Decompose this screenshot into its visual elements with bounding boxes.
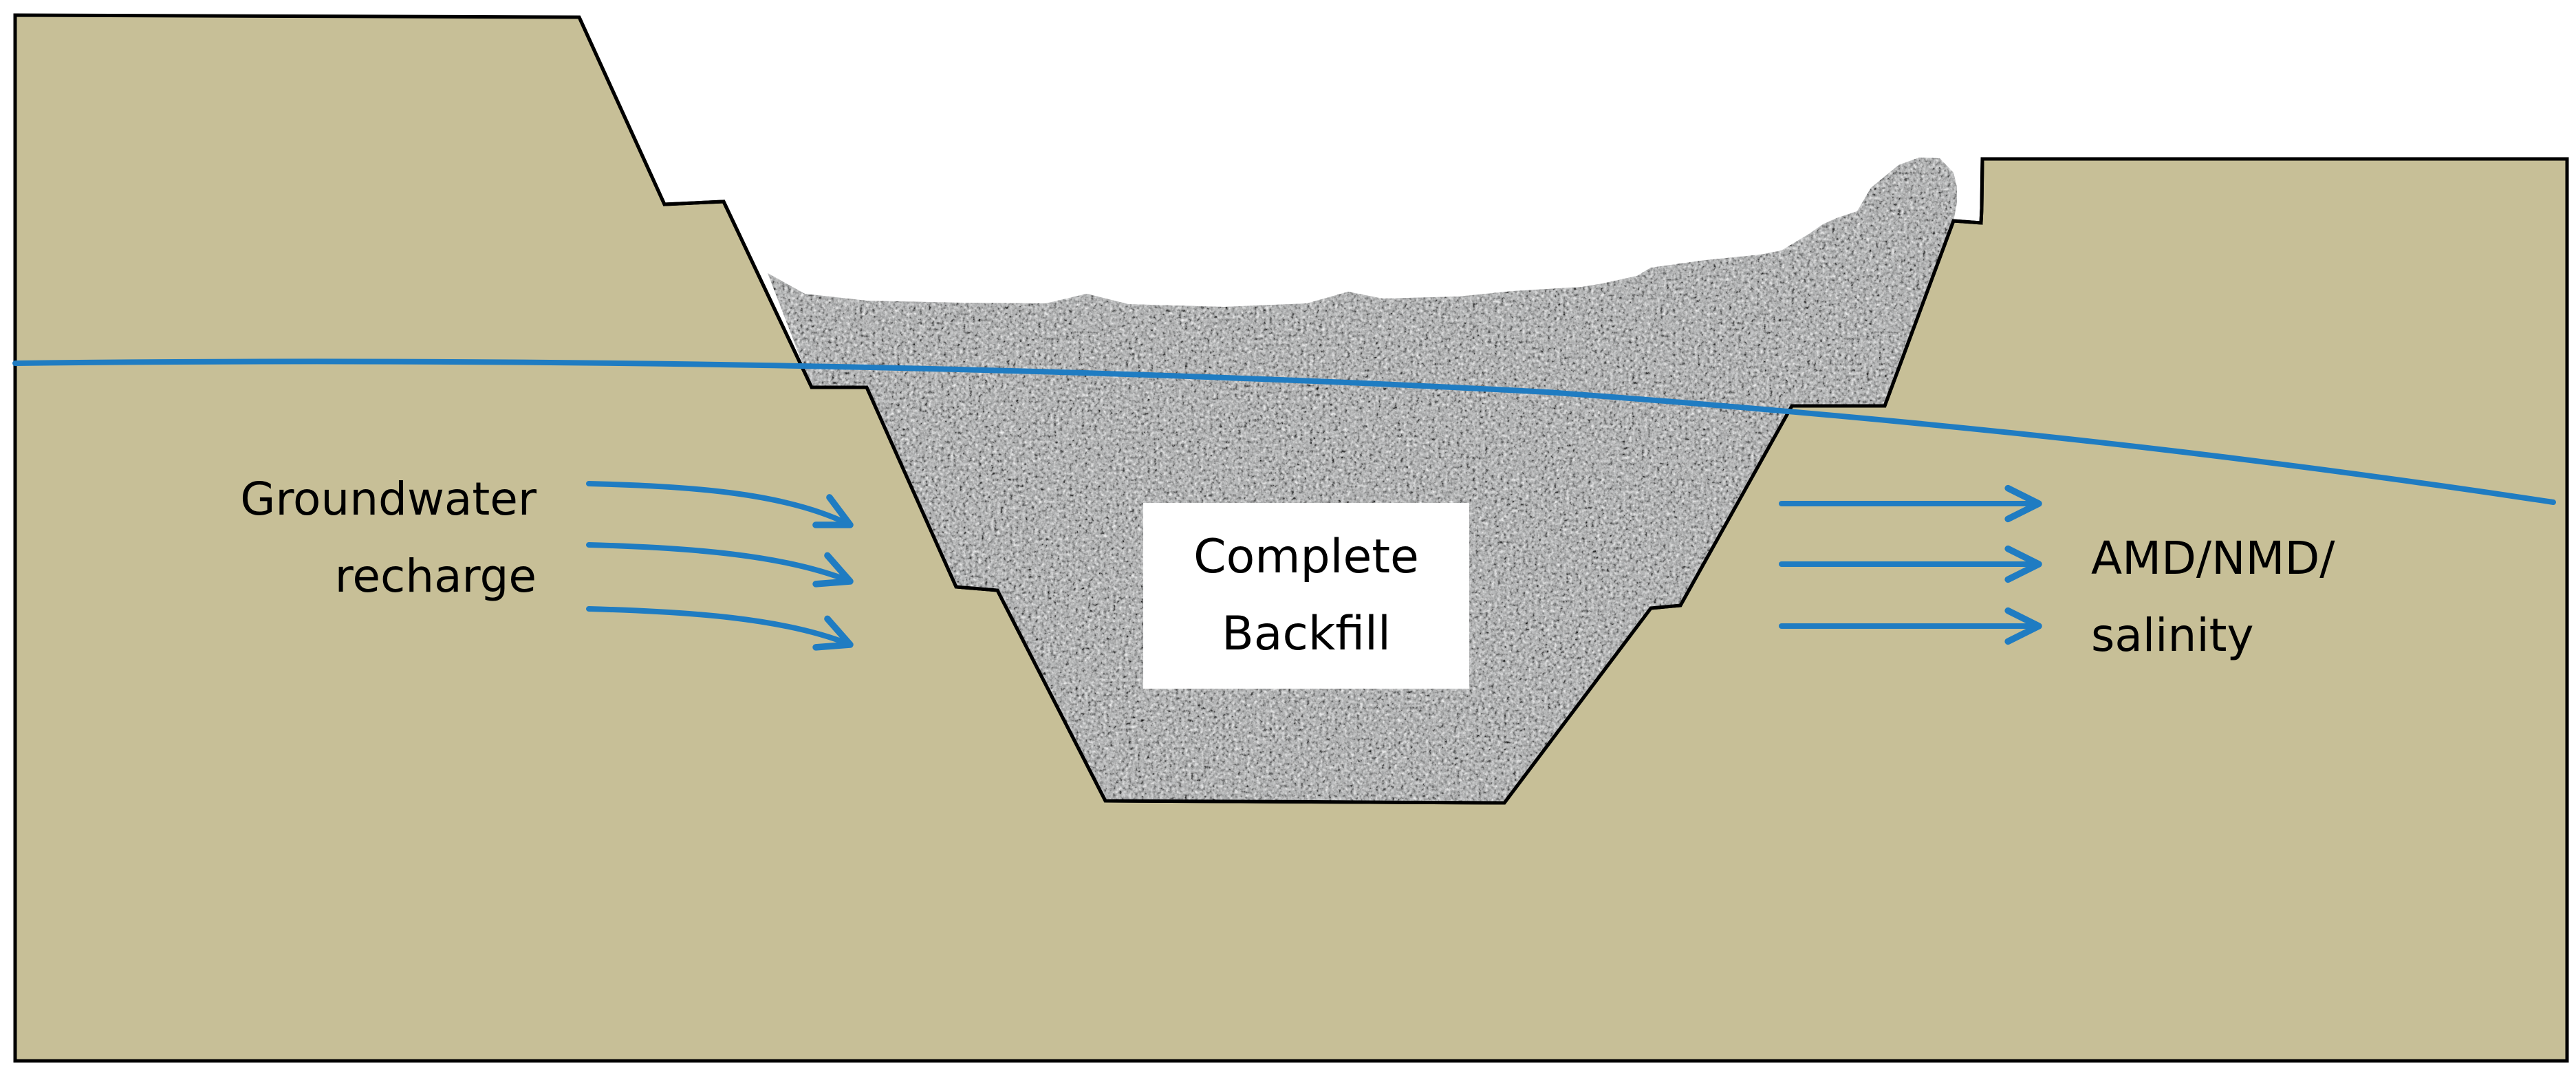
amd-nmd-salinity-label-line-1: AMD/NMD/: [2091, 532, 2335, 585]
complete-backfill-label-line-1: Complete: [1193, 530, 1419, 584]
groundwater-recharge-label-line-1: Groundwater: [240, 473, 537, 526]
complete-backfill-gravel: [768, 158, 1957, 803]
groundwater-recharge-label-line-2: recharge: [334, 550, 537, 603]
complete-backfill-label-line-2: Backfill: [1222, 607, 1391, 661]
groundwater-recharge-label: Groundwater recharge: [83, 461, 537, 615]
amd-nmd-salinity-label: AMD/NMD/ salinity: [2091, 520, 2335, 674]
recharge-arrow-2: [586, 542, 854, 588]
recharge-arrow-1: [586, 481, 854, 528]
groundwater-recharge-arrows: [586, 481, 854, 651]
amd-nmd-salinity-label-line-2: salinity: [2091, 609, 2254, 662]
complete-backfill-label-box: Complete Backfill: [1143, 503, 1469, 689]
water-table-line: [12, 358, 2556, 505]
outflow-arrows: [1779, 484, 2042, 645]
pit-wall-outline: [577, 16, 1984, 805]
recharge-arrow-3: [586, 606, 854, 651]
